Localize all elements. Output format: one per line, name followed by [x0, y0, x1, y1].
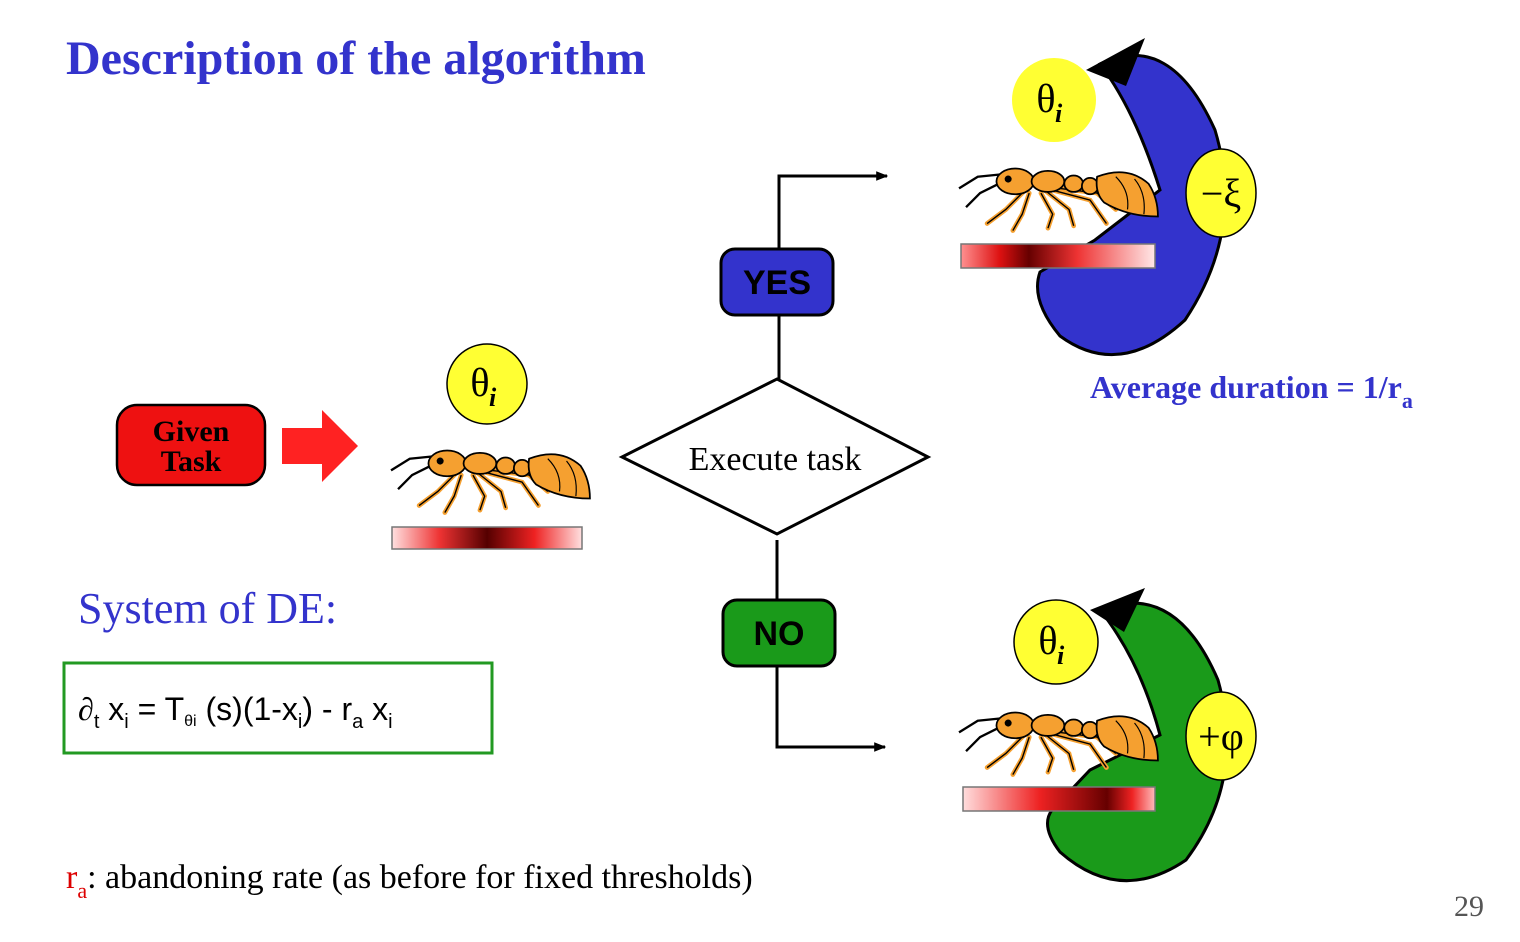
yes-threshold-subscript: i	[1055, 99, 1063, 128]
cycle-arrow-icon	[1086, 38, 1145, 86]
given-task-line2: Task	[161, 445, 222, 478]
ant-icon	[384, 440, 590, 513]
no-threshold-symbol: θ	[1038, 618, 1057, 663]
yes-cycle-shape	[1036, 38, 1227, 356]
no-label: NO	[754, 615, 805, 653]
cycle-arrow-icon	[1090, 588, 1145, 632]
phi-bubble-icon: +φ	[1185, 691, 1257, 781]
no-cycle-symbol: +φ	[1198, 714, 1244, 759]
xi-bubble-icon: −ξ	[1185, 148, 1257, 238]
stimulus-bar-icon	[960, 243, 1156, 269]
yes-threshold-symbol: θ	[1036, 76, 1055, 121]
stimulus-bar-icon	[962, 786, 1156, 812]
threshold-bubble-icon: θ i	[1013, 599, 1099, 685]
system-heading: System of DE:	[78, 584, 337, 633]
yes-label-box: YES	[719, 247, 835, 317]
stimulus-bar-icon	[391, 526, 583, 550]
equation-box	[62, 661, 494, 755]
no-label-box: NO	[721, 598, 837, 668]
given-task-box: Given Task	[115, 403, 267, 487]
no-threshold-subscript: i	[1057, 641, 1065, 670]
threshold-bubble-icon: θ i	[1012, 58, 1096, 142]
page-number: 29	[1454, 890, 1484, 923]
given-task-line1: Given	[153, 415, 230, 448]
threshold-symbol: θ	[470, 360, 489, 405]
slide-title: Description of the algorithm	[66, 32, 646, 85]
decision-label: Execute task	[689, 441, 862, 478]
equation: ∂t xi = Tθi (s)(1-xi) - ra xi	[78, 691, 393, 733]
threshold-bubble-icon: θ i	[446, 343, 528, 425]
average-duration: Average duration = 1/ra	[1090, 369, 1413, 413]
yes-cycle-symbol: −ξ	[1201, 171, 1241, 216]
stimulus-arrow-icon	[282, 410, 358, 482]
yes-label: YES	[743, 264, 811, 302]
threshold-subscript: i	[489, 383, 497, 412]
decision-diamond: Execute task	[618, 377, 932, 536]
footnote: ra: abandoning rate (as before for fixed…	[66, 859, 753, 903]
